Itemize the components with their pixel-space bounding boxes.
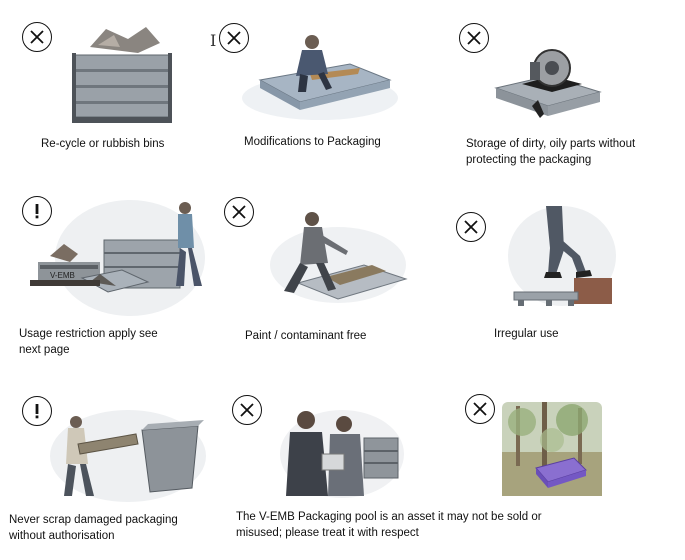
prohibited-icon [219, 23, 249, 53]
caption: Storage of dirty, oily parts without pro… [466, 138, 636, 166]
usage-restriction-illustration: V-EMB [30, 200, 205, 316]
rubbish-bin-illustration [72, 27, 172, 123]
caption: Irregular use [494, 328, 559, 340]
caution-icon [22, 396, 52, 426]
modifying-packaging-illustration [242, 35, 398, 120]
prohibited-icon [224, 197, 254, 227]
prohibited-icon [456, 212, 486, 242]
prohibited-icon [232, 395, 262, 425]
prohibited-icon [465, 394, 495, 424]
standing-on-pallet-illustration [508, 206, 616, 306]
dumped-in-forest-illustration [502, 402, 602, 496]
caption: Never scrap damaged packaging without au… [9, 514, 178, 542]
dirty-parts-illustration [494, 49, 602, 118]
two-workers-illustration [280, 410, 404, 498]
text-cursor-icon: I [210, 31, 217, 50]
crate-label: V-EMB [50, 271, 75, 280]
caption: Modifications to Packaging [244, 136, 381, 148]
painting-pallet-illustration [270, 212, 408, 303]
caution-icon [22, 196, 52, 226]
caption: The V-EMB Packaging pool is an asset it … [236, 511, 542, 539]
caption: Re-cycle or rubbish bins [41, 138, 165, 150]
prohibited-icon [22, 22, 52, 52]
scrapping-packaging-illustration [50, 410, 206, 502]
prohibited-icon [459, 23, 489, 53]
caption: Usage restriction apply see next page [19, 328, 158, 356]
caption: Paint / contaminant free [245, 330, 367, 342]
